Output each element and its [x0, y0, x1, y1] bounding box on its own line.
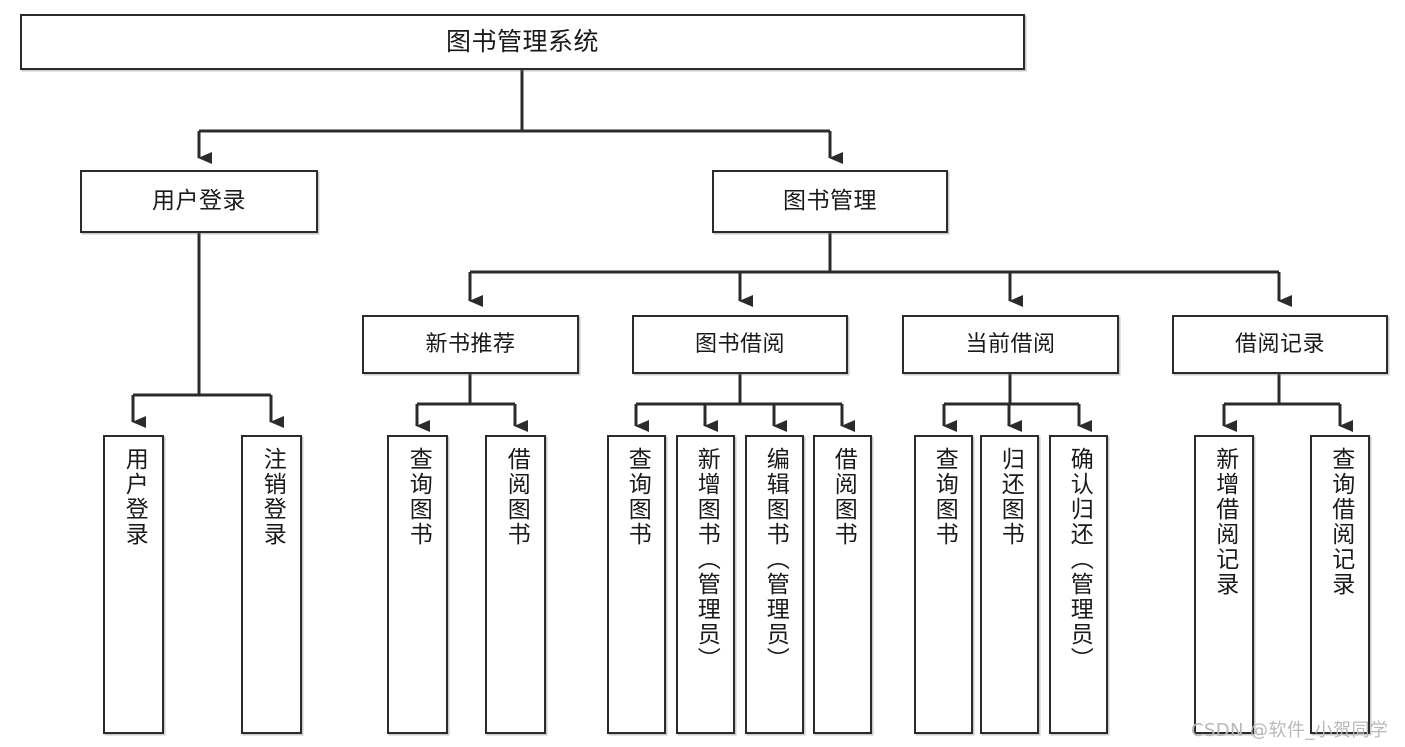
node-book-manage[interactable]: 图书管理 — [712, 170, 948, 233]
node-leaf-edit-book[interactable]: 编辑图书（管理员） — [745, 435, 804, 734]
node-label: 用户登录 — [152, 187, 246, 214]
node-label: 借阅图书 — [503, 447, 530, 547]
node-label: 图书管理 — [783, 187, 877, 214]
node-label: 查询图书 — [931, 447, 958, 547]
node-current-borrow[interactable]: 当前借阅 — [902, 315, 1119, 374]
node-label: 新增借阅记录 — [1211, 447, 1238, 597]
node-label: 查询图书 — [405, 447, 432, 547]
node-label: 当前借阅 — [965, 331, 1056, 357]
node-label: 查询图书 — [624, 447, 651, 547]
node-leaf-confirm-return[interactable]: 确认归还（管理员） — [1049, 435, 1108, 734]
node-label: 图书借阅 — [694, 331, 785, 357]
node-label: 借阅图书 — [830, 447, 857, 547]
node-leaf-add-record[interactable]: 新增借阅记录 — [1194, 435, 1254, 734]
node-leaf-user-logout[interactable]: 注销登录 — [241, 435, 302, 734]
node-borrow-record[interactable]: 借阅记录 — [1172, 315, 1388, 374]
node-leaf-return-book[interactable]: 归还图书 — [980, 435, 1039, 734]
node-label: 用户登录 — [121, 447, 148, 547]
node-label: 图书管理系统 — [445, 27, 599, 57]
node-leaf-query-book-1[interactable]: 查询图书 — [387, 435, 448, 734]
node-leaf-add-book[interactable]: 新增图书（管理员） — [676, 435, 735, 734]
node-leaf-borrow-book-2[interactable]: 借阅图书 — [813, 435, 872, 734]
node-label: 查询借阅记录 — [1327, 447, 1354, 597]
node-label: 注销登录 — [259, 447, 286, 547]
node-new-book-recommend[interactable]: 新书推荐 — [362, 315, 579, 374]
node-leaf-query-book-2[interactable]: 查询图书 — [607, 435, 666, 734]
node-leaf-borrow-book-1[interactable]: 借阅图书 — [485, 435, 546, 734]
node-user-login[interactable]: 用户登录 — [80, 170, 318, 233]
node-label: 归还图书 — [997, 447, 1024, 547]
node-leaf-query-record[interactable]: 查询借阅记录 — [1310, 435, 1370, 734]
node-label: 新增图书（管理员） — [693, 447, 720, 672]
node-root[interactable]: 图书管理系统 — [20, 14, 1025, 70]
node-leaf-query-book-3[interactable]: 查询图书 — [914, 435, 973, 734]
node-leaf-user-login[interactable]: 用户登录 — [103, 435, 164, 734]
node-label: 编辑图书（管理员） — [762, 447, 789, 672]
node-label: 确认归还（管理员） — [1066, 447, 1093, 672]
node-label: 借阅记录 — [1234, 331, 1325, 357]
watermark: CSDN @软件_小贺同学 — [1191, 720, 1389, 741]
node-book-borrow[interactable]: 图书借阅 — [632, 315, 848, 374]
node-label: 新书推荐 — [425, 331, 516, 357]
